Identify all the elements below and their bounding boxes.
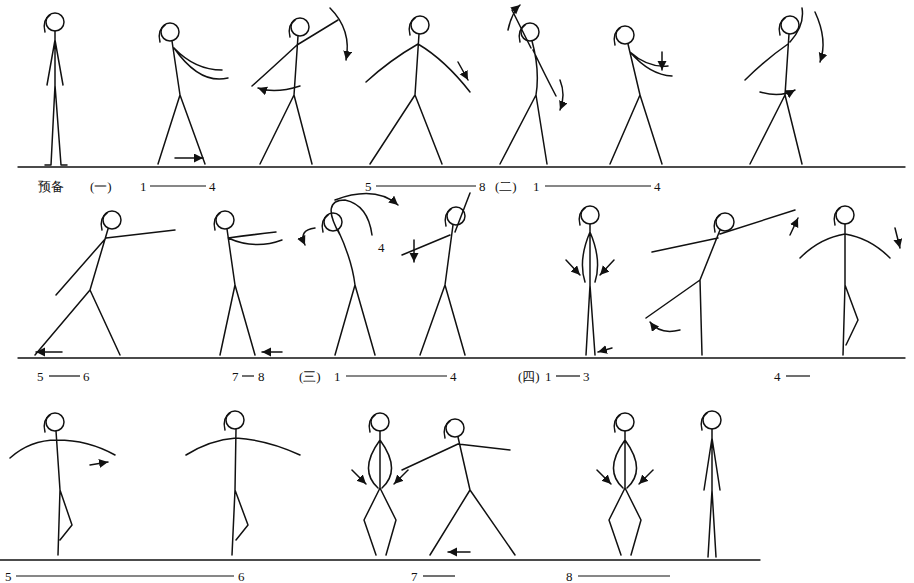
count-label: 4 (209, 179, 216, 194)
count-label: 1 (140, 179, 147, 194)
count-label: 4 (774, 369, 781, 384)
count-label: 7 (232, 369, 239, 384)
count-label: (四) (518, 369, 540, 384)
count-label: 4 (450, 369, 457, 384)
count-label: 5 (365, 179, 372, 194)
count-label: 8 (479, 179, 486, 194)
count-label: (三) (299, 369, 321, 384)
count-label: 6 (83, 369, 90, 384)
count-label: 4 (378, 240, 385, 255)
count-label: 7 (411, 569, 418, 583)
count-label: (一) (90, 179, 112, 194)
count-label: 预备 (38, 179, 64, 194)
count-label: 1 (533, 179, 540, 194)
count-label: 3 (583, 369, 590, 384)
count-label: 6 (238, 569, 245, 583)
count-label: (二) (495, 179, 517, 194)
count-label: 5 (5, 569, 12, 583)
count-label: 5 (37, 369, 44, 384)
count-label: 1 (334, 369, 341, 384)
ground-lines (0, 167, 905, 560)
count-label: 4 (654, 179, 661, 194)
count-dashes (16, 186, 810, 576)
dancer-figures (10, 5, 900, 557)
count-label: 8 (566, 569, 573, 583)
count-label: 8 (258, 369, 265, 384)
count-label: 1 (545, 369, 552, 384)
